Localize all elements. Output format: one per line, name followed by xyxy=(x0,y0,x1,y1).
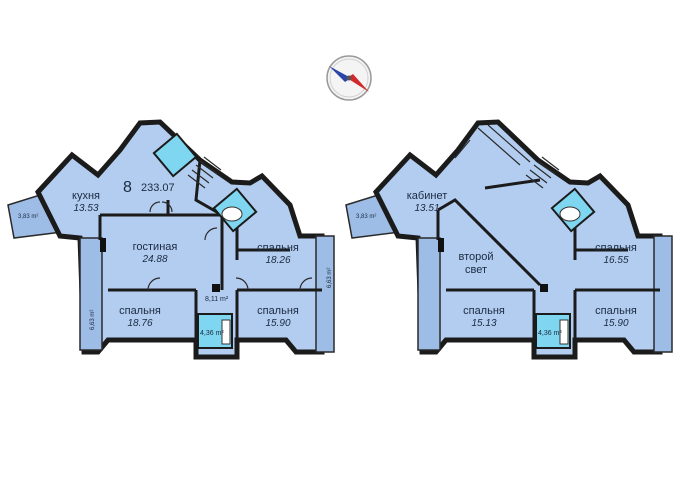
loggia-east xyxy=(653,235,673,353)
loggia-east xyxy=(315,235,335,353)
area-balcony-west: 3,83 m² xyxy=(18,214,38,220)
loggia-west xyxy=(79,237,103,351)
room-name-bedroom-west: спальня xyxy=(463,305,505,317)
room-area-bedroom-east: 18.26 xyxy=(265,255,290,266)
room-area-bedroom-east: 16.55 xyxy=(603,255,628,266)
room-name-void-line1: второй xyxy=(458,251,493,263)
apartment-total-area: 233.07 xyxy=(141,182,175,194)
room-name-living: гостиная xyxy=(133,241,178,253)
floor-plan-2: кабинет 13.51 второй свет спальня 16.55 … xyxy=(345,119,673,360)
staircase-icon xyxy=(525,156,560,189)
area-loggia-east: 6,63 m² xyxy=(327,268,333,288)
room-name-bedroom-southeast: спальня xyxy=(595,305,637,317)
staircase-icon xyxy=(187,156,222,189)
room-area-bedroom-southeast: 15.90 xyxy=(265,318,290,329)
room-name-bedroom-east: спальня xyxy=(595,242,637,254)
room-area-bedroom-west: 18.76 xyxy=(127,318,152,329)
column xyxy=(540,284,548,292)
room-name-void-line2: свет xyxy=(465,264,487,276)
area-hall: 8,11 m² xyxy=(205,296,229,303)
room-area-kitchen: 13.53 xyxy=(73,203,98,214)
compass-icon xyxy=(326,55,372,101)
room-name-bedroom-east: спальня xyxy=(257,242,299,254)
room-name-study: кабинет xyxy=(407,190,447,202)
area-bath: 4,36 m² xyxy=(200,330,224,337)
shower-icon xyxy=(221,319,231,345)
room-name-bedroom-west: спальня xyxy=(119,305,161,317)
column xyxy=(212,284,220,292)
room-area-bedroom-west: 15.13 xyxy=(471,318,496,329)
room-name-kitchen: кухня xyxy=(72,190,100,202)
bathroom-1 xyxy=(152,132,198,178)
apartment-number: 8 xyxy=(123,179,132,196)
area-balcony-west: 3,83 m² xyxy=(356,214,376,220)
room-area-bedroom-southeast: 15.90 xyxy=(603,318,628,329)
room-area-living: 24.88 xyxy=(141,254,167,265)
column xyxy=(438,238,444,252)
room-name-bedroom-southeast: спальня xyxy=(257,305,299,317)
shower-icon xyxy=(559,319,569,345)
column xyxy=(100,238,106,252)
floor-plan-1: кухня 13.53 8 233.07 гостиная 24.88 спал… xyxy=(7,119,335,360)
area-bath: 4,36 m² xyxy=(538,330,562,337)
bathtub-icon xyxy=(559,206,581,222)
loggia-west xyxy=(417,237,441,351)
area-loggia-west: 6,63 m² xyxy=(90,310,96,330)
bathtub-icon xyxy=(221,206,243,222)
room-area-study: 13.51 xyxy=(414,203,439,214)
